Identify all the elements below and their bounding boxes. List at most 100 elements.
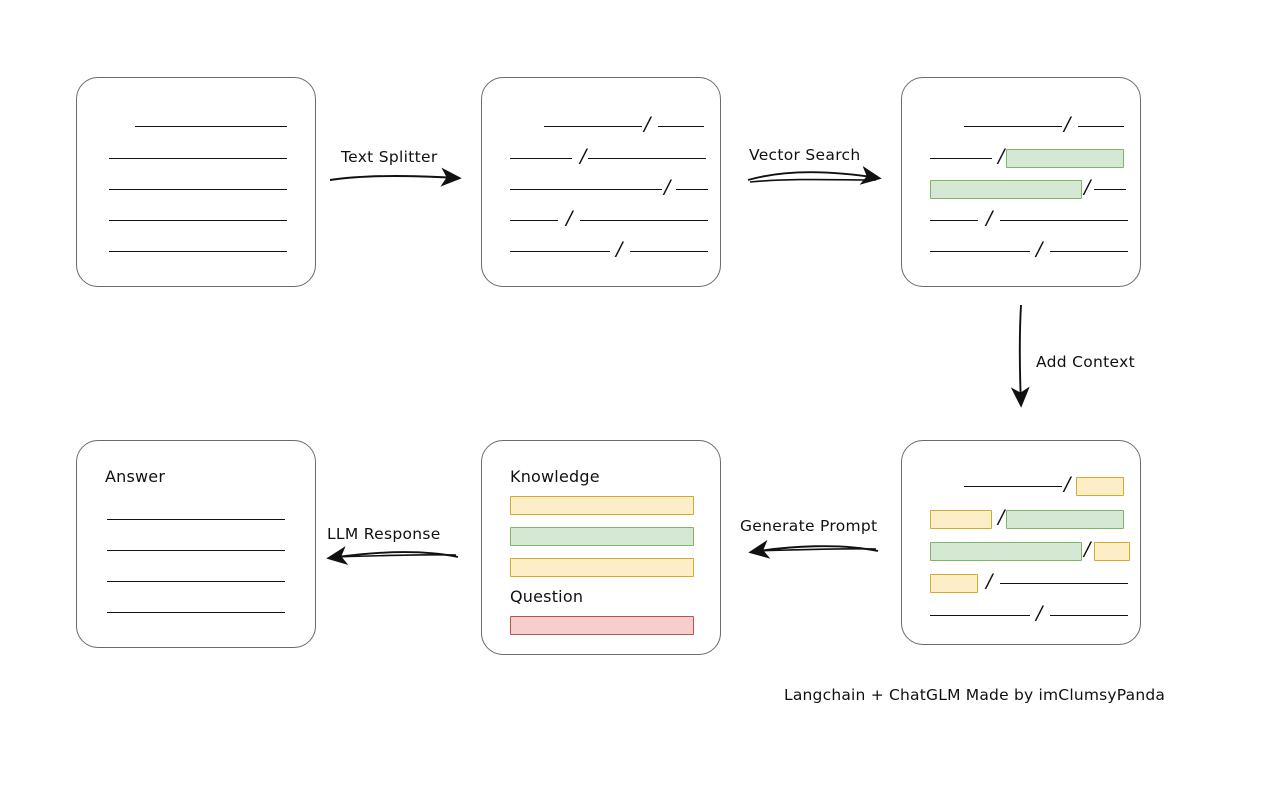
text-line-segment [510,219,558,221]
knowledge-bar-2[interactable] [510,527,694,546]
text-line-segment [107,611,285,613]
slash-separator: / [1036,237,1043,260]
knowledge-bar-3[interactable] [510,558,694,577]
doc-line-row [77,148,315,168]
slash-separator: / [986,206,993,229]
arrow-label-add-context: Add Context [1036,353,1135,371]
text-line-segment [135,125,287,127]
arrow-label-llm-response: LLM Response [327,525,441,543]
doc-line-row: / [902,237,1140,261]
text-line-segment [930,250,1030,252]
doc-line-row [77,179,315,199]
slash-separator: / [616,237,623,260]
arrow-label-generate-prompt: Generate Prompt [740,517,878,535]
text-line-segment [109,250,287,252]
question-bar-1[interactable] [510,616,694,635]
text-line-segment [1050,250,1129,252]
doc-line-row: / [902,144,1140,168]
card-answer[interactable]: Answer [76,440,316,648]
text-line-segment [1050,614,1129,616]
text-line-segment [964,485,1062,487]
highlight-chip-yellow[interactable] [1094,541,1131,561]
text-line-segment [676,188,709,190]
text-line-segment [109,219,287,221]
text-line-segment [510,188,662,190]
doc-line-row [77,210,315,230]
text-line-segment [1000,582,1129,584]
card-source-document[interactable] [76,77,316,287]
text-line-segment [930,219,978,221]
card-split-document[interactable]: / / / / / [481,77,721,287]
knowledge-heading: Knowledge [510,467,600,486]
doc-line-row: / [902,569,1140,593]
doc-line-row: / [482,112,720,136]
slash-separator: / [998,144,1005,167]
doc-line-row [77,571,315,591]
card-prompt[interactable]: Knowledge Question [481,440,721,655]
highlight-chip-yellow[interactable] [930,573,978,593]
doc-line-row: / [902,472,1140,496]
text-line-segment [510,250,610,252]
doc-line-row: / [482,144,720,168]
text-line-segment [1094,188,1127,190]
text-line-segment [107,580,285,582]
card-context-document[interactable]: / / / / / [901,440,1141,645]
highlight-chip-green[interactable] [930,179,1082,199]
doc-line-row: / [902,206,1140,230]
text-line-segment [588,157,707,159]
text-line-segment [1078,125,1125,127]
text-line-segment [109,188,287,190]
text-line-segment [107,549,285,551]
slash-separator: / [566,206,573,229]
doc-line-row: / [482,175,720,199]
slash-separator: / [1064,112,1071,135]
question-heading: Question [510,587,584,606]
doc-line-row: / [902,505,1140,529]
arrow-label-text-splitter: Text Splitter [341,148,438,166]
slash-separator: / [1036,601,1043,624]
answer-heading: Answer [105,467,166,486]
doc-line-row [77,602,315,622]
text-line-segment [1000,219,1129,221]
text-line-segment [630,250,709,252]
doc-line-row: / [482,237,720,261]
arrow-vector-search [747,165,882,185]
arrow-text-splitter [329,167,462,187]
doc-line-row: / [902,175,1140,199]
text-line-segment [107,518,285,520]
doc-line-row [77,540,315,560]
slash-separator: / [664,175,671,198]
slash-separator: / [580,144,587,167]
text-line-segment [658,125,705,127]
slash-separator: / [1064,472,1071,495]
doc-line-row: / [902,601,1140,625]
doc-line-row: / [482,206,720,230]
doc-line-row [77,241,315,261]
highlight-chip-yellow[interactable] [1076,476,1125,496]
doc-line-row [77,116,315,136]
doc-line-row [77,509,315,529]
slash-separator: / [1084,537,1091,560]
arrow-generate-prompt [748,539,879,559]
highlight-chip-yellow[interactable] [930,509,992,529]
text-line-segment [109,157,287,159]
highlight-chip-green[interactable] [1006,509,1125,529]
doc-line-row: / [902,537,1140,561]
text-line-segment [930,614,1030,616]
arrow-label-vector-search: Vector Search [749,146,861,164]
text-line-segment [544,125,642,127]
card-matched-document[interactable]: / / / / / [901,77,1141,287]
slash-separator: / [644,112,651,135]
text-line-segment [964,125,1062,127]
arrow-add-context [1010,304,1030,408]
text-line-segment [510,157,572,159]
slash-separator: / [998,505,1005,528]
knowledge-bar-1[interactable] [510,496,694,515]
arrow-llm-response [326,546,459,565]
slash-separator: / [986,569,993,592]
highlight-chip-green[interactable] [1006,148,1125,168]
slash-separator: / [1084,175,1091,198]
text-line-segment [580,219,709,221]
highlight-chip-green[interactable] [930,541,1082,561]
